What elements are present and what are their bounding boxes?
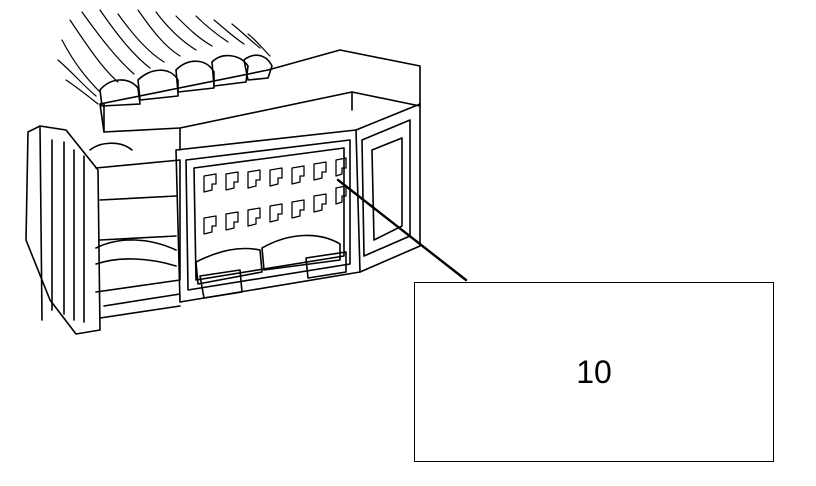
wire-seals: [99, 54, 273, 107]
terminal-cavities: [203, 157, 347, 235]
bottom-latch: [195, 234, 347, 299]
latch-body: [25, 125, 181, 335]
callout-label: 10: [576, 353, 612, 390]
leader-line: [336, 178, 468, 282]
connector-front-face: [175, 103, 421, 303]
wire-bundle: [57, 9, 271, 105]
callout-box: 10: [414, 282, 774, 462]
